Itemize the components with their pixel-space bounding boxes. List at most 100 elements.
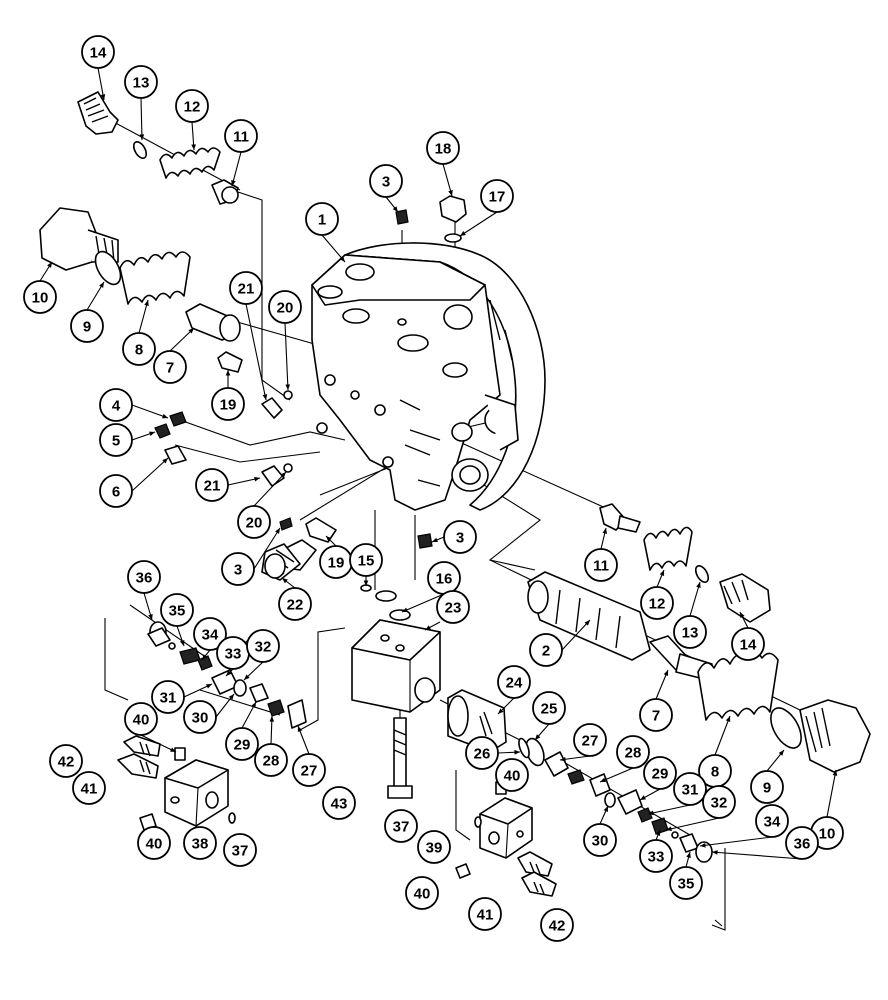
callout-circle xyxy=(23,280,57,314)
callout-c11b: 11 xyxy=(584,548,618,582)
callout-circle xyxy=(72,771,106,805)
callout-circle xyxy=(583,823,617,857)
callout-c8a: 8 xyxy=(122,332,156,366)
callout-label: 34 xyxy=(764,814,781,831)
callout-c1: 1 xyxy=(305,202,339,236)
callout-c10b: 10 xyxy=(810,816,844,850)
arrow-head xyxy=(700,842,706,848)
callout-c35b: 35 xyxy=(669,866,703,900)
callout-c38: 38 xyxy=(183,826,217,860)
callout-c12b: 12 xyxy=(640,586,674,620)
callout-label: 35 xyxy=(678,876,695,893)
callout-circle xyxy=(225,727,259,761)
callout-circle xyxy=(436,590,470,624)
arrow-head xyxy=(584,620,590,626)
arrow-head xyxy=(206,684,212,689)
callout-circle xyxy=(127,560,161,594)
callout-c32a: 32 xyxy=(246,629,280,663)
arrow-head xyxy=(254,476,260,482)
callout-label: 28 xyxy=(625,745,642,762)
callout-circle xyxy=(495,758,529,792)
callout-c26: 26 xyxy=(465,736,499,770)
valve-housing xyxy=(311,242,546,511)
callout-arrow xyxy=(245,303,267,401)
right-pilot-assembly xyxy=(455,751,713,897)
callout-label: 16 xyxy=(436,571,453,588)
callout-circle xyxy=(417,830,451,864)
callout-circle xyxy=(183,826,217,860)
callout-circle xyxy=(643,756,677,790)
callout-label: 32 xyxy=(711,795,728,812)
callout-c24: 24 xyxy=(497,665,531,699)
arrow-head xyxy=(162,413,168,419)
callout-arrow xyxy=(459,211,498,237)
callout-c2: 2 xyxy=(529,633,563,667)
callout-label: 40 xyxy=(146,836,163,853)
callout-c42b: 42 xyxy=(540,908,574,942)
callout-c19b: 19 xyxy=(319,545,353,579)
callout-label: 14 xyxy=(90,45,107,62)
callout-c18: 18 xyxy=(426,131,460,165)
arrow-head xyxy=(535,734,541,740)
callout-label: 12 xyxy=(184,99,201,116)
callout-arrow xyxy=(321,234,346,263)
callout-label: 41 xyxy=(81,781,98,798)
callout-label: 41 xyxy=(477,907,494,924)
callout-label: 30 xyxy=(192,710,209,727)
arrow-head xyxy=(225,370,231,376)
callout-label: 6 xyxy=(112,484,120,501)
callout-c41a: 41 xyxy=(72,771,106,805)
arrow-head xyxy=(251,702,256,708)
callout-c28a: 28 xyxy=(254,743,288,777)
callout-label: 11 xyxy=(593,558,609,575)
callout-label: 32 xyxy=(255,639,272,656)
callout-c30a: 30 xyxy=(183,700,217,734)
callout-circle xyxy=(639,839,673,873)
callout-arrow xyxy=(689,581,701,617)
arrow-head xyxy=(191,144,196,150)
callout-label: 37 xyxy=(232,843,249,860)
callout-c34a: 34 xyxy=(193,617,227,651)
callout-circle xyxy=(426,131,460,165)
callout-circle xyxy=(268,290,302,324)
callout-circle xyxy=(124,65,158,99)
callout-circle xyxy=(183,700,217,734)
callout-c11a: 11 xyxy=(224,119,258,153)
callout-c36b: 36 xyxy=(785,826,819,860)
callout-label: 20 xyxy=(277,300,294,317)
callout-c16: 16 xyxy=(427,561,461,595)
callout-c20b: 20 xyxy=(237,505,271,539)
callout-circle xyxy=(137,826,171,860)
callout-circle xyxy=(246,629,280,663)
arrow-head xyxy=(326,536,332,542)
callout-c21b: 21 xyxy=(195,468,229,502)
arrow-head xyxy=(139,134,145,140)
callout-c7a: 7 xyxy=(153,350,187,384)
callout-arrow xyxy=(131,457,169,492)
callout-arrow xyxy=(140,97,143,141)
callout-c33b: 33 xyxy=(639,839,673,873)
callout-label: 9 xyxy=(83,319,91,336)
arrow-head xyxy=(297,726,303,732)
callout-c9b: 9 xyxy=(750,770,784,804)
callout-label: 21 xyxy=(238,281,255,298)
callout-label: 33 xyxy=(648,849,665,866)
callout-c13a: 13 xyxy=(124,65,158,99)
arrow-head xyxy=(686,852,691,858)
callout-circle xyxy=(468,897,502,931)
small-plugs-left xyxy=(154,209,433,549)
arrow-head xyxy=(402,607,408,612)
callout-c39: 39 xyxy=(417,830,451,864)
callout-c10a: 10 xyxy=(23,280,57,314)
callout-circle xyxy=(750,770,784,804)
callout-circle xyxy=(673,615,707,649)
arrow-head xyxy=(560,756,566,762)
callout-arrow xyxy=(284,322,289,391)
callout-arrow xyxy=(253,471,287,507)
callout-circle xyxy=(405,876,439,910)
callout-label: 5 xyxy=(112,433,120,450)
callout-circle xyxy=(99,423,133,457)
callout-c30b: 30 xyxy=(583,823,617,857)
callout-arrow xyxy=(599,767,634,783)
callout-c41b: 41 xyxy=(468,897,502,931)
